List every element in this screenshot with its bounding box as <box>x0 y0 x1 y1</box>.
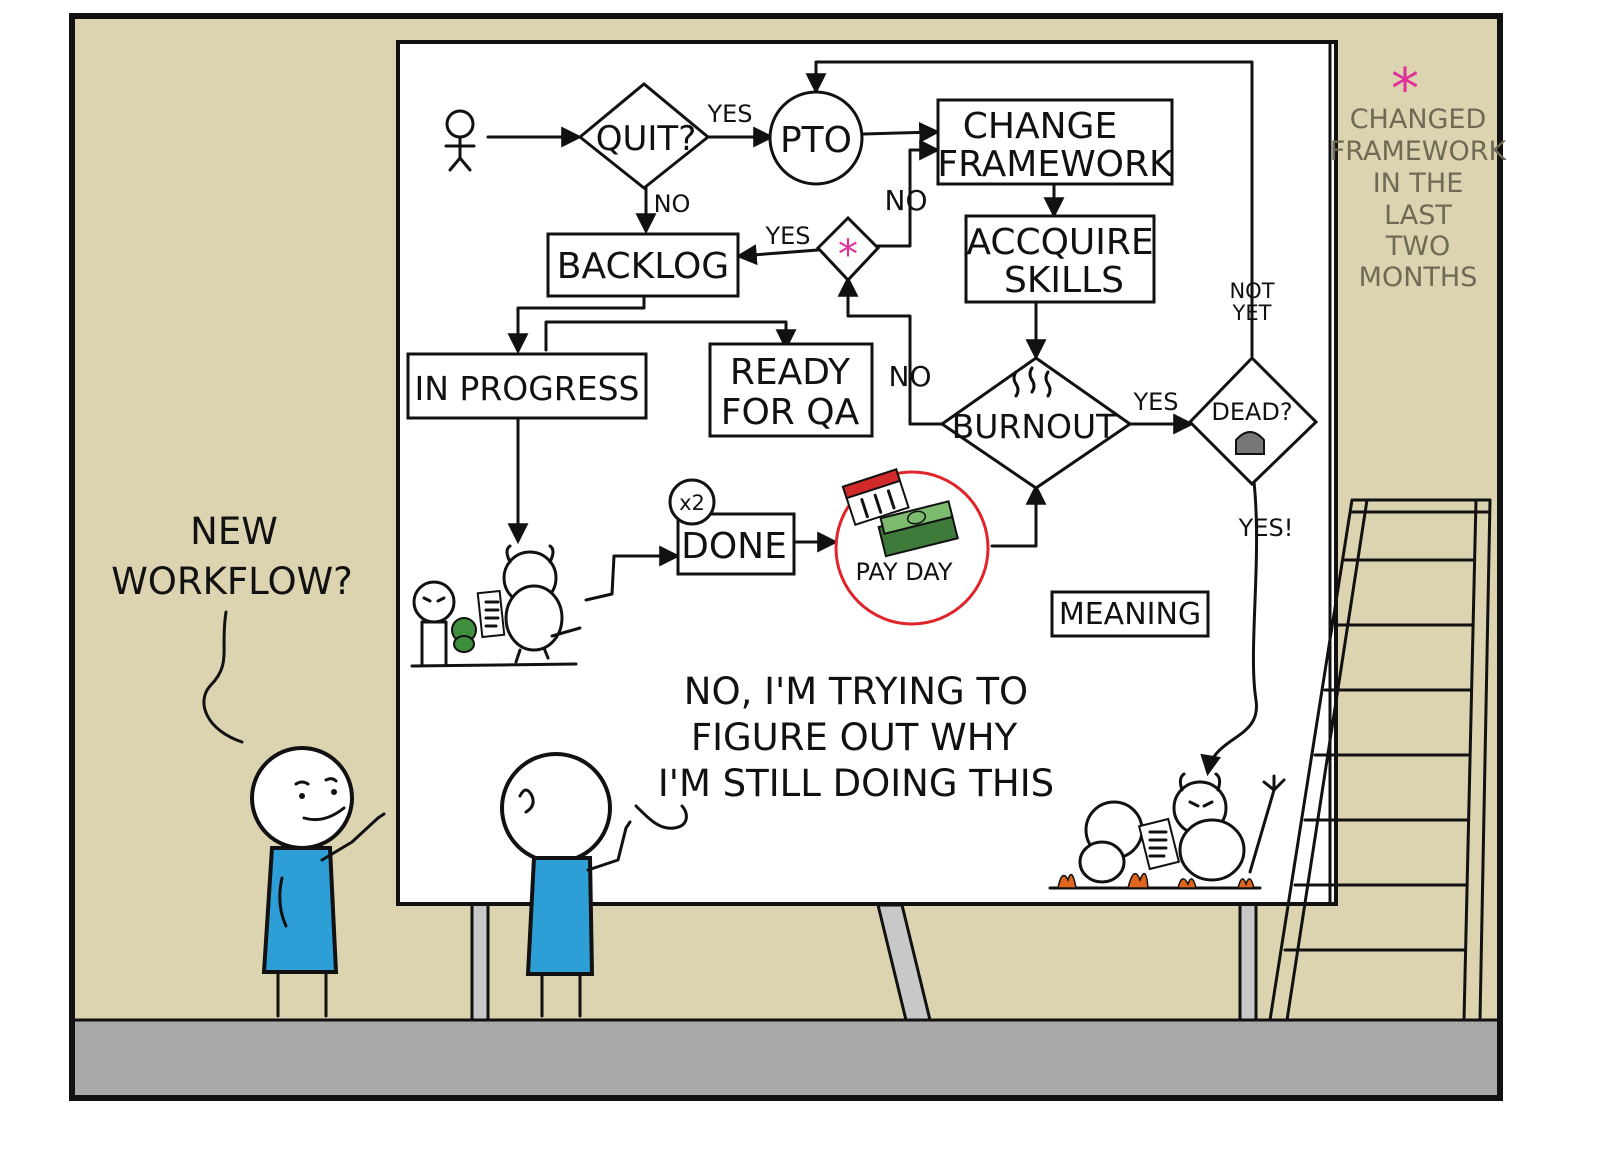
side-note-line: TWO <box>1385 231 1450 262</box>
node-pto: PTO <box>768 90 864 186</box>
speech-right-line: NO, I'M TRYING TO <box>684 670 1028 713</box>
node-meaning: MEANING <box>1050 590 1210 638</box>
side-note-line: CHANGED <box>1350 104 1487 135</box>
node-meaning-label: MEANING <box>1059 597 1201 632</box>
node-burnout: BURNOUT <box>939 356 1133 490</box>
node-pay-day: PAY DAY <box>834 468 990 626</box>
node-pto-label: PTO <box>780 120 852 161</box>
side-note-line: MONTHS <box>1359 262 1478 293</box>
edge-label-asterisk-yes: YES <box>764 222 810 250</box>
edge-label-not-yet-line2: YET <box>1232 301 1272 325</box>
node-backlog-label: BACKLOG <box>557 246 729 287</box>
node-pay-day-label: PAY DAY <box>855 558 952 586</box>
speech-left-line: NEW <box>190 510 278 553</box>
edge-label-quit-yes: YES <box>706 100 752 128</box>
node-in-progress: IN PROGRESS <box>406 352 648 420</box>
node-acquire-skills-line2: SKILLS <box>1004 260 1124 301</box>
person-right <box>500 752 632 1018</box>
edge-label-burnout-yes: YES <box>1132 388 1178 416</box>
node-quit: QUIT? <box>577 82 711 190</box>
node-changed-framework-check: * <box>815 215 881 283</box>
panel-border <box>69 13 1503 1101</box>
node-ready-for-qa-line2: FOR QA <box>721 392 860 433</box>
start-stick-figure-icon <box>444 109 476 172</box>
node-quit-label: QUIT? <box>596 119 697 159</box>
speech-right-line: FIGURE OUT WHY <box>691 716 1018 759</box>
money-stack-icon <box>877 500 959 558</box>
hell-scene <box>1048 772 1286 890</box>
node-burnout-label: BURNOUT <box>952 407 1118 446</box>
node-done-x2: x2 <box>679 491 705 515</box>
node-change-framework-line1: CHANGE <box>963 106 1117 147</box>
edge-label-burnout-no: NO <box>889 360 932 393</box>
node-ready-for-qa-line1: READY <box>730 352 851 393</box>
speech-left-line: WORKFLOW? <box>111 560 353 603</box>
speech-left: NEW WORKFLOW? <box>111 510 353 744</box>
speech-right: NO, I'M TRYING TO FIGURE OUT WHY I'M STI… <box>634 670 1054 830</box>
node-backlog: BACKLOG <box>546 232 740 298</box>
node-in-progress-label: IN PROGRESS <box>415 369 640 408</box>
node-acquire-skills: ACCQUIRE SKILLS <box>964 214 1156 304</box>
node-asterisk-label: * <box>838 232 858 278</box>
floor <box>72 1020 1500 1098</box>
calendar-icon <box>841 468 910 527</box>
edge-label-not-yet-line1: NOT <box>1229 279 1274 303</box>
side-note-line: LAST <box>1384 200 1452 231</box>
devil-boss-scene <box>410 544 582 668</box>
edge-label-asterisk-no: NO <box>885 184 928 217</box>
node-dead: DEAD? <box>1187 355 1319 487</box>
person-left <box>250 746 386 1018</box>
node-acquire-skills-line1: ACCQUIRE <box>966 222 1153 263</box>
node-dead-label: DEAD? <box>1211 398 1292 426</box>
flowchart-arrows <box>486 60 1259 777</box>
side-note-line: IN THE <box>1373 168 1464 199</box>
edge-label-dead-yes: YES! <box>1238 514 1294 542</box>
ladder <box>1268 498 1492 1022</box>
side-note-line: FRAMEWORK <box>1330 136 1508 167</box>
node-done-label: DONE <box>681 526 787 567</box>
side-note-asterisk: * <box>1391 57 1419 122</box>
node-done: DONE x2 <box>668 478 796 576</box>
speech-right-line: I'M STILL DOING THIS <box>658 762 1054 805</box>
node-change-framework-line2: FRAMEWORK <box>937 144 1174 185</box>
side-note: * CHANGED FRAMEWORK IN THE LAST TWO MONT… <box>1330 57 1508 293</box>
tombstone-icon <box>1235 431 1265 455</box>
node-ready-for-qa: READY FOR QA <box>708 342 874 438</box>
node-change-framework: CHANGE FRAMEWORK <box>936 98 1174 186</box>
edge-label-quit-no: NO <box>654 190 691 218</box>
